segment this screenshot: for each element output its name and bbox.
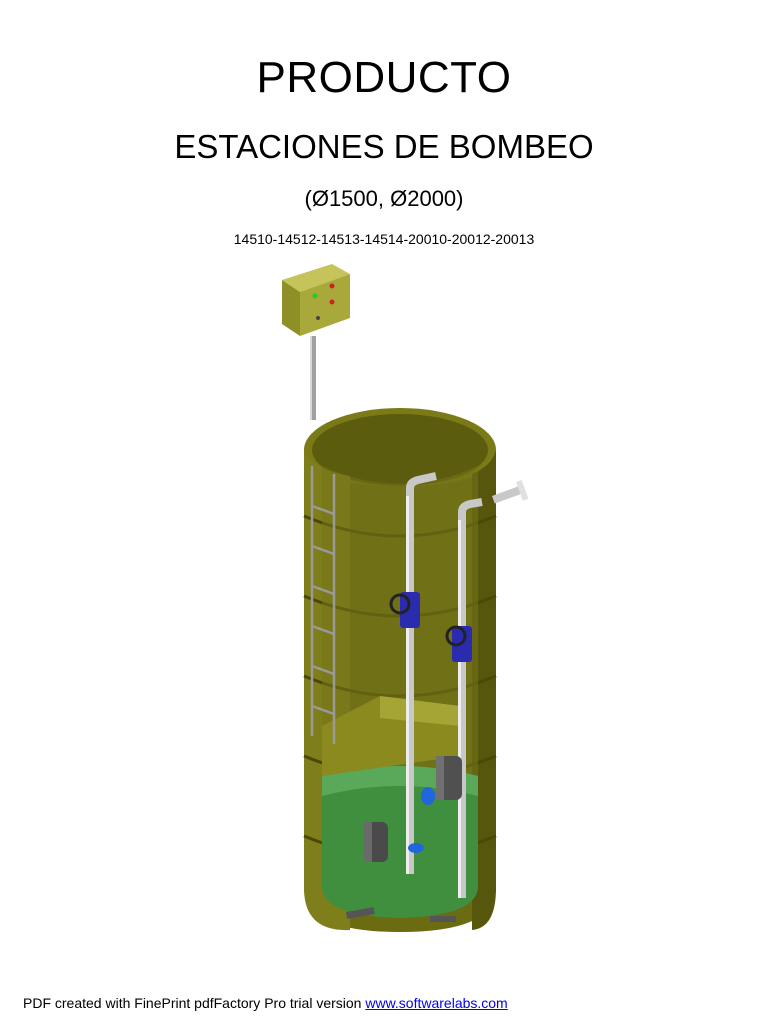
footer-text: PDF created with FinePrint pdfFactory Pr…: [23, 995, 366, 1011]
mounting-pole: [310, 336, 316, 420]
gate-valve: [445, 625, 472, 662]
product-codes: 14510-14512-14513-14514-20010-20012-2001…: [233, 231, 535, 247]
indicator-light-red: [329, 283, 335, 289]
softwarelabs-link[interactable]: www.softwarelabs.com: [365, 995, 508, 1011]
control-box: [282, 264, 350, 420]
ladder: [310, 466, 336, 744]
diameter-options: (Ø1500, Ø2000): [304, 186, 464, 211]
indicator-light-red: [329, 299, 335, 305]
submersible-pump: [421, 756, 462, 805]
gate-valve: [389, 592, 420, 628]
page-title: PRODUCTO: [256, 53, 512, 102]
pdf-footer: PDF created with FinePrint pdfFactory Pr…: [23, 994, 508, 1012]
page-subtitle: ESTACIONES DE BOMBEO: [174, 128, 594, 165]
indicator-light-green: [312, 293, 318, 299]
discharge-pipes: [406, 472, 483, 898]
pumping-station-illustration: [282, 264, 529, 932]
outlet-pipe: [492, 479, 529, 504]
tank: [303, 408, 529, 932]
submersible-pump: [364, 822, 424, 862]
